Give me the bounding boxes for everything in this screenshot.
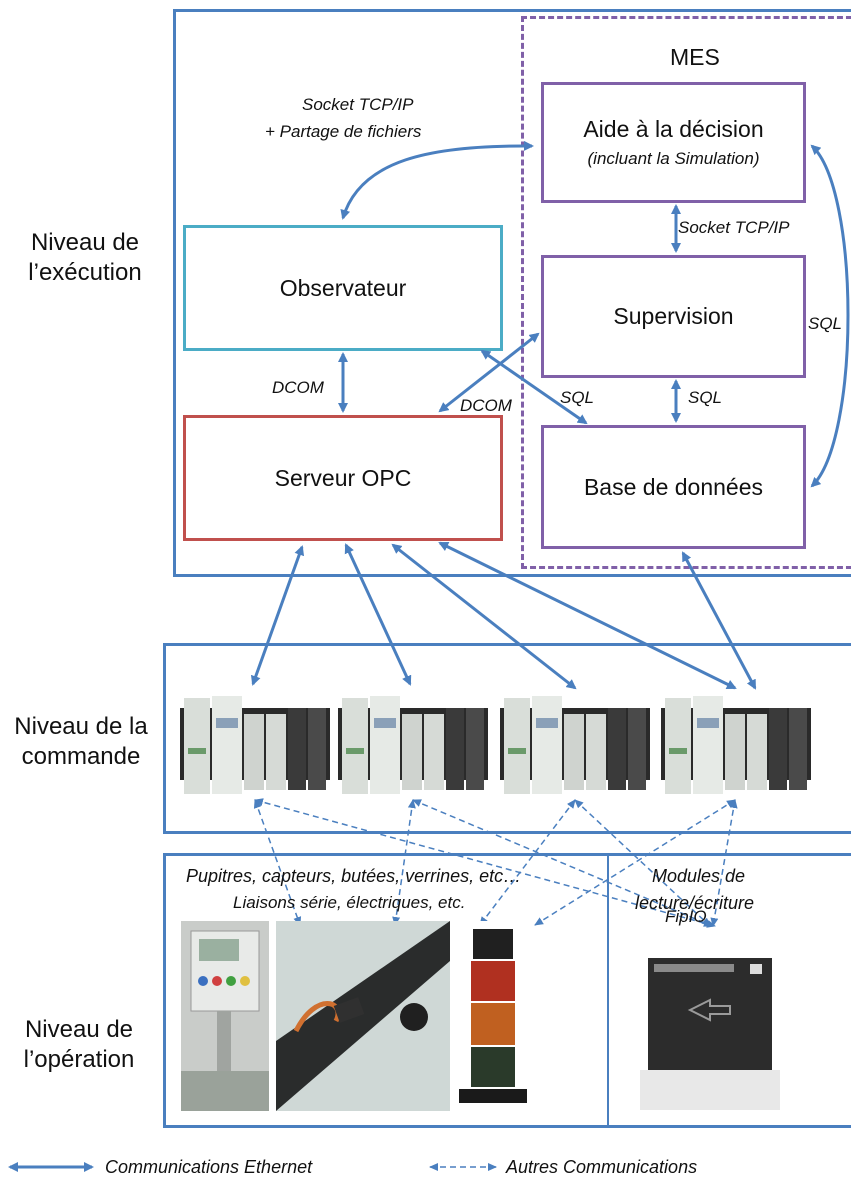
plc-rack-3	[500, 696, 650, 794]
plc-rack-4	[661, 696, 811, 794]
opc-server-title: Serveur OPC	[274, 464, 412, 491]
photo-control-panel	[181, 921, 269, 1111]
level-execution-label: Niveau de l’exécution	[10, 228, 160, 288]
label-serial-links: Liaisons série, électriques, etc.	[233, 893, 466, 912]
legend-other-label: Autres Communications	[506, 1157, 698, 1177]
link-observer-database	[480, 349, 588, 425]
level-operation-label: Niveau de l’opération	[0, 1015, 158, 1075]
label-sql-right: SQL	[808, 314, 843, 333]
photo-signal-tower	[455, 921, 531, 1111]
link-opc-plc2	[344, 543, 412, 686]
link-database-plc4	[681, 551, 757, 690]
decision-subtitle: (incluant la Simulation)	[587, 149, 760, 168]
link-observer-decision	[340, 140, 534, 220]
label-sql-diag: SQL	[560, 388, 595, 407]
label-fipio: FipIO	[665, 907, 707, 926]
dash-plc3-modules	[574, 799, 711, 927]
supervision-box: Supervision	[541, 255, 806, 378]
level-command-label: Niveau de la commande	[0, 712, 162, 772]
label-socket-tcp: Socket TCP/IP	[678, 218, 790, 237]
photo-sensor	[276, 921, 450, 1111]
modules-title-line1: Modules de	[652, 866, 746, 886]
level-execution-line1: Niveau de	[30, 229, 140, 256]
label-dcom-diag: DCOM	[460, 396, 512, 415]
dash-plc4-modules	[710, 799, 738, 927]
link-opc-plc1	[250, 545, 305, 686]
level-execution-line2: l’exécution	[28, 259, 142, 286]
label-dcom-left: DCOM	[272, 378, 324, 397]
opc-server-box: Serveur OPC	[183, 415, 503, 541]
mes-title: MES	[670, 44, 720, 70]
photo-rw-module	[640, 950, 780, 1110]
modules-title-line2: lecture/écriture	[635, 893, 755, 913]
link-decision-database	[810, 144, 850, 488]
label-socket-files-1: Socket TCP/IP	[302, 95, 414, 114]
decision-box: Aide à la décision (incluant la Simulati…	[541, 82, 806, 203]
observer-title: Observateur	[279, 274, 407, 301]
observer-box: Observateur	[183, 225, 503, 351]
level-operation-line1: Niveau de	[24, 1016, 134, 1043]
link-opc-plc3	[391, 543, 577, 690]
level-command-line2: commande	[21, 743, 141, 770]
plc-rack-2	[338, 696, 488, 794]
decision-title: Aide à la décision	[583, 116, 764, 142]
supervision-title: Supervision	[613, 303, 734, 329]
legend-ethernet-label: Communications Ethernet	[105, 1157, 313, 1177]
label-socket-files-2: + Partage de fichiers	[265, 122, 422, 141]
level-operation-line2: l’opération	[23, 1046, 135, 1073]
database-title: Base de données	[583, 473, 764, 500]
devices-title: Pupitres, capteurs, butées, verrines, et…	[186, 866, 522, 886]
plc-rack-1	[180, 696, 330, 794]
database-box: Base de données	[541, 425, 806, 549]
operation-divider	[607, 855, 609, 1126]
level-command-line1: Niveau de la	[14, 713, 148, 740]
label-sql-mid: SQL	[688, 388, 723, 407]
